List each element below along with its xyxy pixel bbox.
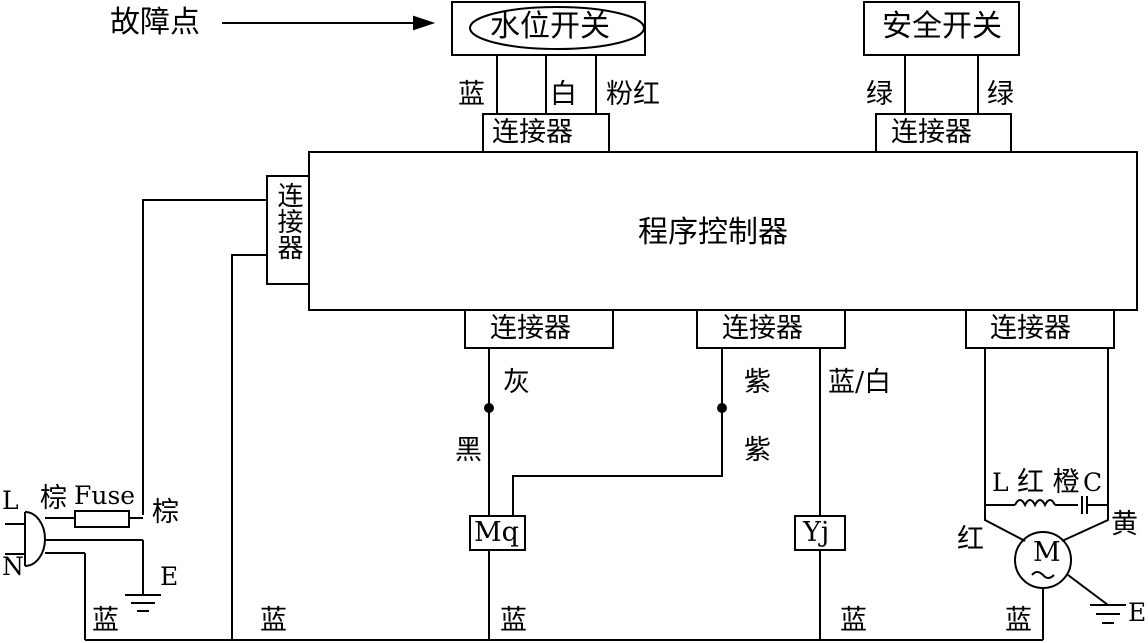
wire-label-green-1: 绿 bbox=[866, 79, 893, 110]
wire-label-brown-1: 棕 bbox=[40, 483, 67, 514]
wire-label-red: 红 bbox=[957, 524, 984, 555]
wire-label-blue-top: 蓝 bbox=[458, 79, 485, 110]
wire-label-purple-2: 紫 bbox=[744, 435, 771, 466]
connector-bottom-2-label: 连接器 bbox=[722, 313, 803, 344]
connector-bottom-2 bbox=[696, 309, 846, 349]
earth-label-right: E bbox=[1128, 598, 1147, 627]
yj-label: Yj bbox=[803, 517, 830, 548]
water-switch-box bbox=[451, 1, 646, 56]
wire-label-gray: 灰 bbox=[503, 367, 530, 398]
wire-label-blue-white: 蓝/白 bbox=[828, 367, 892, 398]
connector-bottom-3-label: 连接器 bbox=[990, 313, 1071, 344]
inductor-label: L bbox=[992, 468, 1009, 497]
wire-label-blue-bus-5: 蓝 bbox=[1005, 605, 1032, 636]
wire-label-red-orange: 红 橙 bbox=[1017, 467, 1080, 498]
wire-label-white: 白 bbox=[550, 79, 577, 110]
fuse bbox=[74, 510, 130, 528]
mq-box bbox=[469, 515, 526, 551]
earth-label-left: E bbox=[160, 562, 179, 591]
wire-label-black: 黑 bbox=[455, 435, 482, 466]
connector-bottom-3 bbox=[965, 309, 1115, 349]
wire-label-blue-bus-3: 蓝 bbox=[500, 605, 527, 636]
wire-label-pink-red: 粉红 bbox=[606, 79, 660, 110]
connector-bottom-1-label: 连接器 bbox=[490, 313, 571, 344]
connector-bottom-1 bbox=[464, 309, 614, 349]
wire-label-brown-2: 棕 bbox=[152, 497, 179, 528]
fault-label: 故障点 bbox=[110, 5, 200, 40]
connector-top-2-label: 连接器 bbox=[891, 117, 972, 148]
wire-label-blue-bus-1: 蓝 bbox=[92, 605, 119, 636]
fault-ellipse bbox=[469, 6, 645, 50]
water-switch-label: 水位开关 bbox=[490, 9, 610, 44]
connector-left-label: 连接器 bbox=[273, 182, 303, 260]
connector-top-1-label: 连接器 bbox=[492, 117, 573, 148]
connector-left bbox=[266, 175, 310, 285]
plug-l-label: L bbox=[2, 486, 19, 515]
wire-label-green-2: 绿 bbox=[987, 79, 1014, 110]
wire-label-blue-bus-4: 蓝 bbox=[840, 605, 867, 636]
fuse-label: Fuse bbox=[74, 481, 136, 510]
controller-label: 程序控制器 bbox=[638, 215, 788, 250]
safety-switch-box bbox=[863, 1, 1020, 56]
safety-switch-label: 安全开关 bbox=[882, 9, 1002, 44]
plug-n-label: N bbox=[2, 552, 24, 581]
wire-label-purple-1: 紫 bbox=[744, 367, 771, 398]
wire-label-yellow: 黄 bbox=[1111, 509, 1138, 540]
motor-label: M bbox=[1033, 537, 1061, 568]
capacitor-label: C bbox=[1083, 468, 1103, 497]
mq-label: Mq bbox=[474, 517, 519, 548]
wire-label-blue-bus-2: 蓝 bbox=[260, 605, 287, 636]
